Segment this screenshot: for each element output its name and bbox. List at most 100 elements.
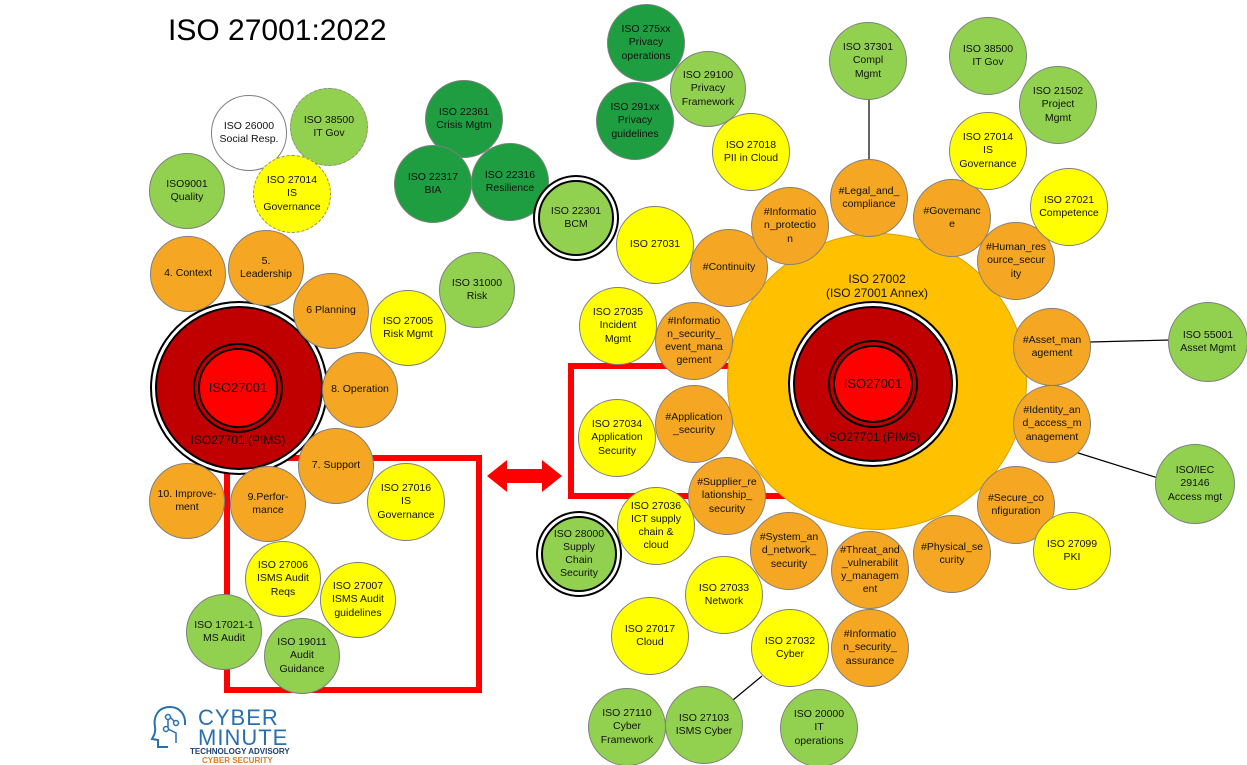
iso-17021-bubble: ISO 17021-1 MS Audit bbox=[186, 594, 262, 670]
connector-55001-asset bbox=[1089, 339, 1171, 343]
logo-text-minute: MINUTE bbox=[198, 725, 289, 750]
bubble-label: ISO 28000 Supply Chain Security bbox=[553, 527, 605, 580]
iso-28000-bubble: ISO 28000 Supply Chain Security bbox=[541, 516, 617, 592]
bubble-label: ISO 27031 bbox=[629, 238, 681, 251]
bubble-label: #Human_res ource_secur ity bbox=[985, 241, 1047, 280]
bubble-label: ISO 27032 Cyber bbox=[764, 634, 816, 660]
bubble-label: ISO 27103 ISMS Cyber bbox=[675, 711, 733, 737]
iso-iec-29146-bubble: ISO/IEC 29146 Access mgt bbox=[1155, 444, 1235, 524]
bubble-label: 6 Planning bbox=[306, 304, 356, 317]
iso-29100-bubble: ISO 29100 Privacy Framework bbox=[670, 51, 746, 127]
bubble-label: 10. Improve- ment bbox=[157, 487, 217, 513]
bubble-label: ISO 55001 Asset Mgmt bbox=[1180, 328, 1236, 354]
information-protection-bubble: #Informatio n_protectio n bbox=[751, 187, 829, 265]
identity-access-bubble: #Identity_an d_access_m anagement bbox=[1013, 385, 1091, 463]
bubble-label: #Legal_and_ compliance bbox=[838, 184, 900, 210]
annex-core-main-label: ISO27001 bbox=[843, 376, 903, 391]
application-security-tag-bubble: #Application _security bbox=[655, 385, 733, 463]
iso-27018-bubble: ISO 27018 PII in Cloud bbox=[712, 113, 790, 191]
iso-275xx-bubble: ISO 275xx Privacy operations bbox=[607, 4, 685, 82]
bubble-label: ISO 22361 Crisis Mgtm bbox=[436, 105, 492, 131]
bubble-label: ISO 22317 BIA bbox=[407, 170, 459, 196]
governance-tag-bubble: #Governanc e bbox=[913, 179, 991, 257]
iso-27016-bubble: ISO 27016 IS Governance bbox=[367, 463, 445, 541]
planning-bubble: 6 Planning bbox=[293, 273, 369, 349]
bubble-label: #Threat_and _vulnerabilit y_managem ent bbox=[840, 543, 900, 596]
support-bubble: 7. Support bbox=[298, 428, 374, 504]
iso-20000-bubble: ISO 20000 IT operations bbox=[780, 689, 858, 765]
bubble-label: ISO 27017 Cloud bbox=[624, 622, 676, 648]
cyber-minute-logo: CYBER MINUTE TECHNOLOGY ADVISORY CYBER S… bbox=[150, 703, 320, 765]
bubble-label: ISO 21502 Project Mgmt bbox=[1032, 85, 1084, 124]
iso-27006-bubble: ISO 27006 ISMS Audit Reqs bbox=[245, 541, 321, 617]
iso-22317-bubble: ISO 22317 BIA bbox=[394, 145, 472, 223]
iso-27032-bubble: ISO 27032 Cyber bbox=[751, 609, 829, 687]
bubble-label: #System_an d_network_ security bbox=[759, 531, 819, 570]
bubble-label: #Informatio n_security_ assurance bbox=[843, 628, 897, 667]
bubble-label: ISO 37301 Compl Mgmt bbox=[842, 41, 894, 80]
iso-22361-bubble: ISO 22361 Crisis Mgtm bbox=[425, 80, 503, 158]
annex-core-inner bbox=[833, 345, 913, 423]
bubble-label: ISO 291xx Privacy guidelines bbox=[610, 101, 660, 140]
operation-bubble: 8. Operation bbox=[322, 352, 398, 428]
bubble-label: #Governanc e bbox=[923, 204, 981, 230]
left-core-outer-label: ISO27701 (PIMS) bbox=[190, 433, 286, 447]
iso-27007-bubble: ISO 27007 ISMS Audit guidelines bbox=[320, 562, 396, 638]
iso-22301-bubble: ISO 22301 BCM bbox=[538, 180, 614, 256]
logo-text-advisory: TECHNOLOGY ADVISORY bbox=[190, 747, 290, 756]
bubble-label: ISO 27036 ICT supply chain & cloud bbox=[630, 499, 682, 552]
bubble-label: ISO 27110 Cyber Framework bbox=[600, 707, 654, 746]
bubble-label: #Physical_se curity bbox=[921, 540, 983, 566]
iso-38500-right-bubble: ISO 38500 IT Gov bbox=[949, 17, 1027, 95]
physical-security-bubble: #Physical_se curity bbox=[913, 515, 991, 593]
annex-title-line2: (ISO 27001 Annex) bbox=[825, 286, 929, 300]
bubble-label: ISO 27034 Application Security bbox=[591, 418, 643, 457]
iso-26000-bubble: ISO 26000 Social Resp. bbox=[211, 95, 287, 171]
bubble-label: ISO 27018 PII in Cloud bbox=[723, 138, 779, 164]
bubble-label: ISO 38500 IT Gov bbox=[303, 113, 355, 139]
bubble-label: ISO 27035 Incident Mgmt bbox=[592, 306, 644, 345]
iso-27005-bubble: ISO 27005 Risk Mgmt bbox=[370, 290, 446, 366]
bubble-label: #Supplier_re lationship_ security bbox=[697, 476, 757, 515]
iso-22316-bubble: ISO 22316 Resilience bbox=[471, 143, 549, 221]
iso-55001-bubble: ISO 55001 Asset Mgmt bbox=[1168, 302, 1247, 382]
system-network-bubble: #System_an d_network_ security bbox=[750, 512, 828, 590]
bubble-label: ISO 27014 IS Governance bbox=[959, 131, 1017, 170]
bubble-label: ISO 27021 Competence bbox=[1039, 193, 1099, 219]
bubble-label: 9.Perfor- mance bbox=[247, 490, 289, 516]
iso-27014-left-bubble: ISO 27014 IS Governance bbox=[253, 155, 331, 233]
bubble-label: #Secure_co nfiguration bbox=[987, 491, 1045, 517]
bubble-label: ISO 27016 IS Governance bbox=[377, 482, 435, 521]
event-management-bubble: #Informatio n_security_ event_mana gemen… bbox=[655, 302, 733, 380]
bubble-label: ISO 27014 IS Governance bbox=[263, 174, 321, 213]
iso-27017-bubble: ISO 27017 Cloud bbox=[611, 597, 689, 675]
bubble-label: ISO 26000 Social Resp. bbox=[219, 119, 279, 145]
bubble-label: ISO 27005 Risk Mgmt bbox=[382, 314, 434, 340]
iso-27034-bubble: ISO 27034 Application Security bbox=[578, 399, 656, 477]
bubble-label: 5. Leadership bbox=[240, 254, 292, 280]
bubble-label: ISO/IEC 29146 Access mgt bbox=[1167, 464, 1223, 503]
iso-27036-bubble: ISO 27036 ICT supply chain & cloud bbox=[617, 487, 695, 565]
bubble-label: #Asset_man agement bbox=[1022, 333, 1082, 359]
leadership-bubble: 5. Leadership bbox=[228, 230, 304, 306]
bubble-label: ISO 22301 BCM bbox=[550, 204, 602, 230]
logo-text-cyber: CYBER bbox=[198, 705, 279, 730]
iso-27099-bubble: ISO 27099 PKI bbox=[1033, 512, 1111, 590]
iso-31000-bubble: ISO 31000 Risk bbox=[439, 252, 515, 328]
bubble-label: 4. Context bbox=[164, 267, 212, 280]
bubble-label: #Informatio n_security_ event_mana gemen… bbox=[665, 314, 723, 367]
double-arrow bbox=[487, 460, 562, 492]
iso-37301-bubble: ISO 37301 Compl Mgmt bbox=[829, 22, 907, 100]
supplier-relationship-bubble: #Supplier_re lationship_ security bbox=[688, 457, 766, 535]
bubble-label: ISO 275xx Privacy operations bbox=[621, 23, 671, 62]
threat-vulnerability-bubble: #Threat_and _vulnerabilit y_managem ent bbox=[831, 531, 909, 609]
iso9001-bubble: ISO9001 Quality bbox=[149, 153, 225, 229]
connector-27103-27032 bbox=[732, 675, 763, 701]
bubble-label: ISO 38500 IT Gov bbox=[962, 42, 1014, 68]
bubble-label: #Application _security bbox=[665, 410, 723, 436]
bubble-label: ISO9001 Quality bbox=[166, 177, 208, 203]
bubble-label: 8. Operation bbox=[331, 383, 389, 396]
iso-27035-bubble: ISO 27035 Incident Mgmt bbox=[579, 287, 657, 365]
annex-core-outer-label: ISO27701 (PIMS) bbox=[825, 430, 921, 444]
